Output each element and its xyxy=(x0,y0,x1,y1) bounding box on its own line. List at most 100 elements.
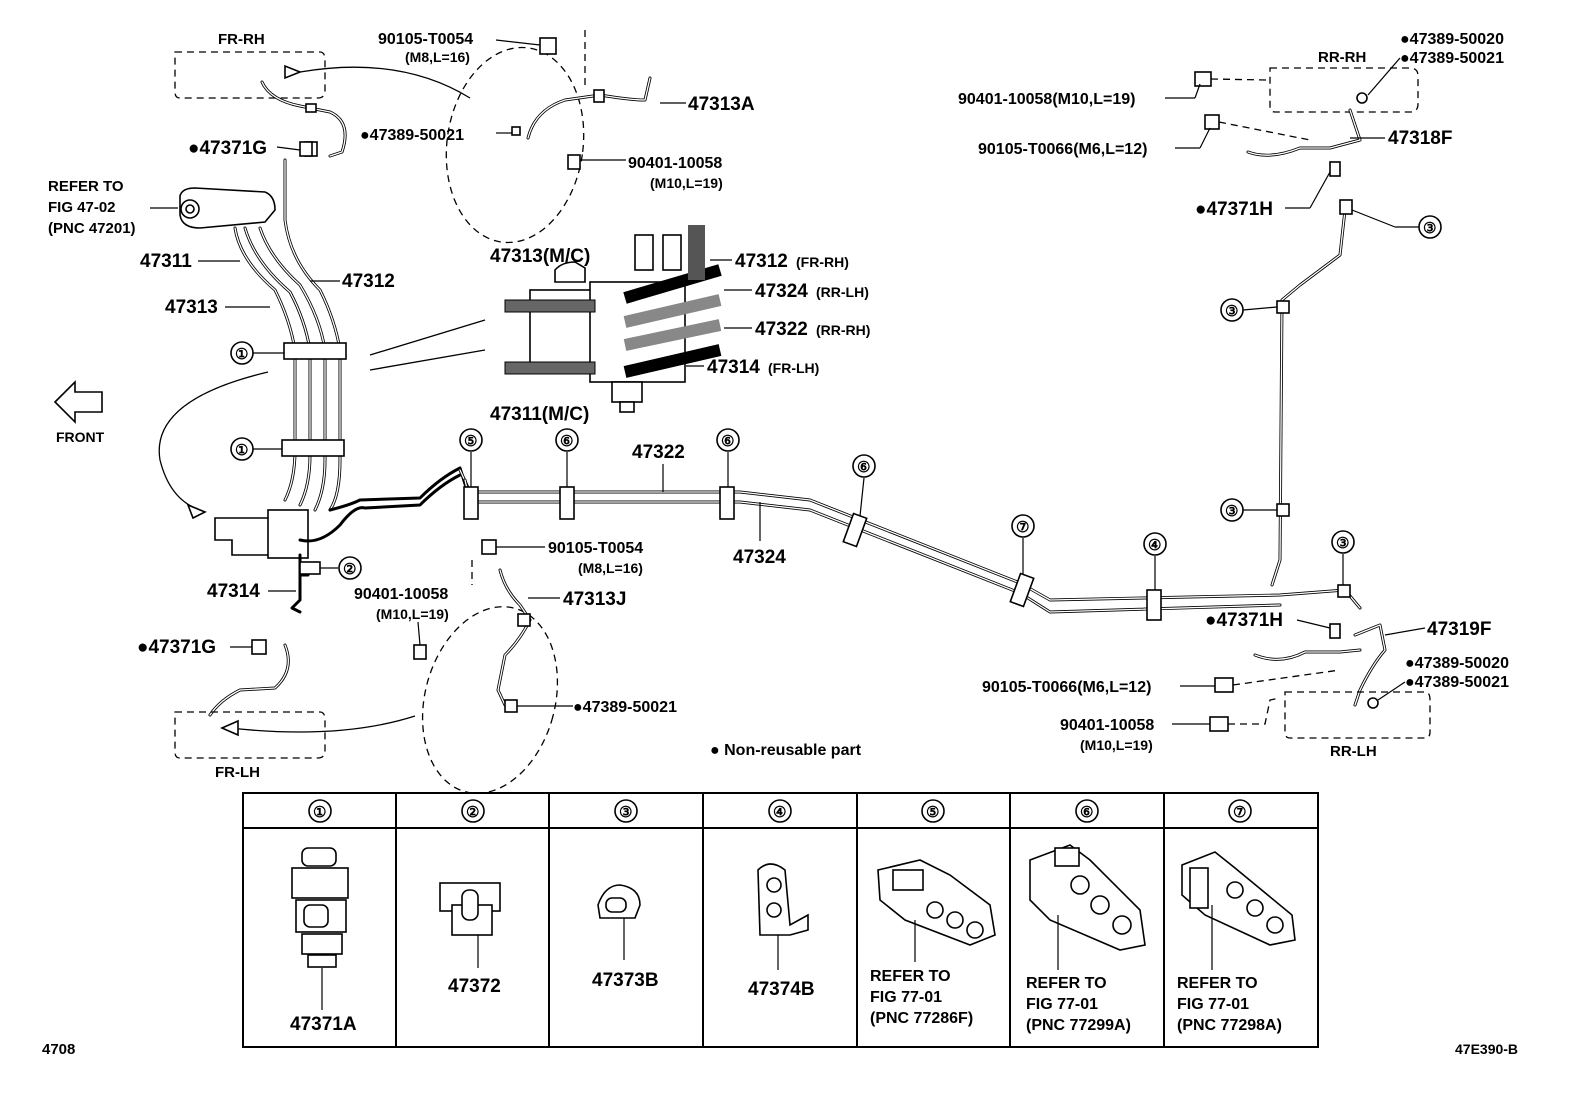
clamp-47373B-illustration: 47373B xyxy=(592,884,659,991)
master-cylinder-pipes: ① ① 47311 47313 47312 xyxy=(140,158,486,512)
rr-47319F: 47319F xyxy=(1427,619,1491,640)
rr-47389-50020-top: ●47389-50020 xyxy=(1400,31,1504,48)
clamp-marker-6-c: ⑥ xyxy=(857,459,870,476)
clamp-5-refer-line2: FIG 77-01 xyxy=(870,989,942,1006)
clamp-marker-3-a: ③ xyxy=(1225,303,1238,320)
mc-47312-label: 47312 xyxy=(735,251,788,272)
fr-lh-wheel-area: ●47371G FR-LH xyxy=(137,637,416,781)
clamp-marker-1-upper: ① xyxy=(235,346,248,363)
mc-47322-label: 47322 xyxy=(755,319,808,340)
mc-47322-sub: (RR-RH) xyxy=(816,322,870,338)
table-header-7: ⑦ xyxy=(1233,804,1246,821)
rr-90105-T0066-top: 90105-T0066(M6,L=12) xyxy=(978,141,1147,158)
rr-90401-10058-bot: 90401-10058 xyxy=(1060,717,1154,734)
clamp-marker-6-a: ⑥ xyxy=(560,433,573,450)
table-header-5: ⑤ xyxy=(926,804,939,821)
front-arrow: FRONT xyxy=(53,380,105,445)
part-47389-50021-top: ●47389-50021 xyxy=(360,127,464,144)
fr-rh-hose-detail: 90105-T0054 (M8,L=16) 47313A ●47389-5002… xyxy=(360,30,755,244)
part-47314: 47314 xyxy=(207,581,260,602)
clamp-marker-5: ⑤ xyxy=(464,433,477,450)
clamp-7-refer-line1: REFER TO xyxy=(1177,975,1258,992)
part-90401-10058-top: 90401-10058 xyxy=(628,155,722,172)
rr-47389-50020-bot: ●47389-50020 xyxy=(1405,655,1509,672)
clamp-7-refer-line3: (PNC 77298A) xyxy=(1177,1017,1282,1034)
rr-47371H-top: ●47371H xyxy=(1195,199,1273,220)
mc-47314-label: 47314 xyxy=(707,357,760,378)
rr-rh-wheel-area: RR-RH ●47389-50020 ●47389-50021 90401-10… xyxy=(958,31,1504,220)
rear-brake-lines: ⑤ ⑥ ⑥ ⑥ ⑦ ④ 47322 47324 ③ ③ ③ ③ xyxy=(458,199,1442,621)
clamp-77286F-illustration: REFER TO FIG 77-01 (PNC 77286F) xyxy=(870,859,996,1027)
part-90105-T0054-top: 90105-T0054 xyxy=(378,31,473,48)
clamp-47373B-label: 47373B xyxy=(592,970,659,991)
clamp-77298A-illustration: REFER TO FIG 77-01 (PNC 77298A) xyxy=(1177,851,1296,1034)
mc-port-detail: 47313(M/C) 47311(M/C) 47312 (FR-RH) 4732… xyxy=(490,225,870,425)
rr-lh-label: RR-LH xyxy=(1330,743,1377,760)
clamp-6-refer-line1: REFER TO xyxy=(1026,975,1107,992)
part-47313: 47313 xyxy=(165,297,218,318)
clamp-marker-7: ⑦ xyxy=(1016,519,1029,536)
rr-90105-T0066-bot: 90105-T0066(M6,L=12) xyxy=(982,679,1151,696)
part-47371G-bot: ●47371G xyxy=(137,637,216,658)
clamp-47372-illustration: 47372 xyxy=(439,882,501,997)
clamp-marker-4: ④ xyxy=(1148,537,1161,554)
fr-rh-label: FR-RH xyxy=(218,31,265,48)
part-47313J: 47313J xyxy=(563,589,626,610)
clamp-marker-1-lower: ① xyxy=(235,442,248,459)
rr-rh-label: RR-RH xyxy=(1318,49,1366,66)
part-47322: 47322 xyxy=(632,442,685,463)
clamp-6-refer-line2: FIG 77-01 xyxy=(1026,996,1098,1013)
part-47389-50021-bot: ●47389-50021 xyxy=(573,699,677,716)
part-47371G-top: ●47371G xyxy=(188,138,267,159)
clamp-6-refer-line3: (PNC 77299A) xyxy=(1026,1017,1131,1034)
part-90105-T0054-top-spec: (M8,L=16) xyxy=(405,49,470,65)
clamp-47374B-label: 47374B xyxy=(748,979,815,1000)
clamp-47374B-illustration: 47374B xyxy=(748,863,815,1000)
part-90401-10058-bot: 90401-10058 xyxy=(354,586,448,603)
refer-4702-line3: (PNC 47201) xyxy=(48,220,136,237)
fr-lh-hose-detail: 90105-T0054 (M8,L=16) 47313J 90401-10058… xyxy=(354,539,677,794)
mc-47324-sub: (RR-LH) xyxy=(816,284,869,300)
part-90401-10058-bot-spec: (M10,L=19) xyxy=(376,606,449,622)
rr-47371H-bot: ●47371H xyxy=(1205,610,1283,631)
refer-4702-line2: FIG 47-02 xyxy=(48,199,116,216)
clamp-7-refer-line2: FIG 77-01 xyxy=(1177,996,1249,1013)
part-90105-T0054-bot: 90105-T0054 xyxy=(548,540,643,557)
table-header-1: ① xyxy=(313,804,326,821)
figure-code: 47E390-B xyxy=(1455,1041,1518,1057)
table-header-3: ③ xyxy=(619,804,632,821)
clamp-marker-6-b: ⑥ xyxy=(721,433,734,450)
rr-47389-50021-top: ●47389-50021 xyxy=(1400,50,1504,67)
front-label: FRONT xyxy=(56,429,105,445)
part-90401-10058-top-spec: (M10,L=19) xyxy=(650,175,723,191)
clamp-47371A-label: 47371A xyxy=(290,1014,357,1035)
mc-47312-sub: (FR-RH) xyxy=(796,254,849,270)
mc-47324-label: 47324 xyxy=(755,281,808,302)
clamp-marker-2: ② xyxy=(343,561,356,578)
table-header-2: ② xyxy=(466,804,479,821)
part-47324: 47324 xyxy=(733,547,786,568)
refer-4702-line1: REFER TO xyxy=(48,178,124,195)
part-47313A: 47313A xyxy=(688,94,755,115)
non-reusable-legend: ● Non-reusable part xyxy=(710,742,862,759)
clamp-reference-table: ① ② ③ ④ ⑤ ⑥ ⑦ 47371A 47372 xyxy=(242,792,1319,1048)
rr-47318F: 47318F xyxy=(1388,128,1452,149)
rr-47389-50021-bot: ●47389-50021 xyxy=(1405,674,1509,691)
clamp-77299A-illustration: REFER TO FIG 77-01 (PNC 77299A) xyxy=(1026,844,1146,1034)
refer-master-cylinder: REFER TO FIG 47-02 (PNC 47201) xyxy=(48,178,276,237)
clamp-marker-3-c: ③ xyxy=(1336,535,1349,552)
rr-90401-10058-top: 90401-10058(M10,L=19) xyxy=(958,91,1135,108)
clamp-47372-label: 47372 xyxy=(448,976,501,997)
mc-47313-label: 47313(M/C) xyxy=(490,246,590,267)
part-47312: 47312 xyxy=(342,271,395,292)
clamp-5-refer-line1: REFER TO xyxy=(870,968,951,985)
clamp-5-refer-line3: (PNC 77286F) xyxy=(870,1010,973,1027)
part-90105-T0054-bot-spec: (M8,L=16) xyxy=(578,560,643,576)
page-code: 4708 xyxy=(42,1041,75,1058)
clamp-marker-3-b: ③ xyxy=(1225,503,1238,520)
part-47311: 47311 xyxy=(140,251,192,272)
rr-90401-10058-bot-spec: (M10,L=19) xyxy=(1080,737,1153,753)
mc-47311-label: 47311(M/C) xyxy=(490,404,589,425)
table-header-6: ⑥ xyxy=(1080,804,1093,821)
